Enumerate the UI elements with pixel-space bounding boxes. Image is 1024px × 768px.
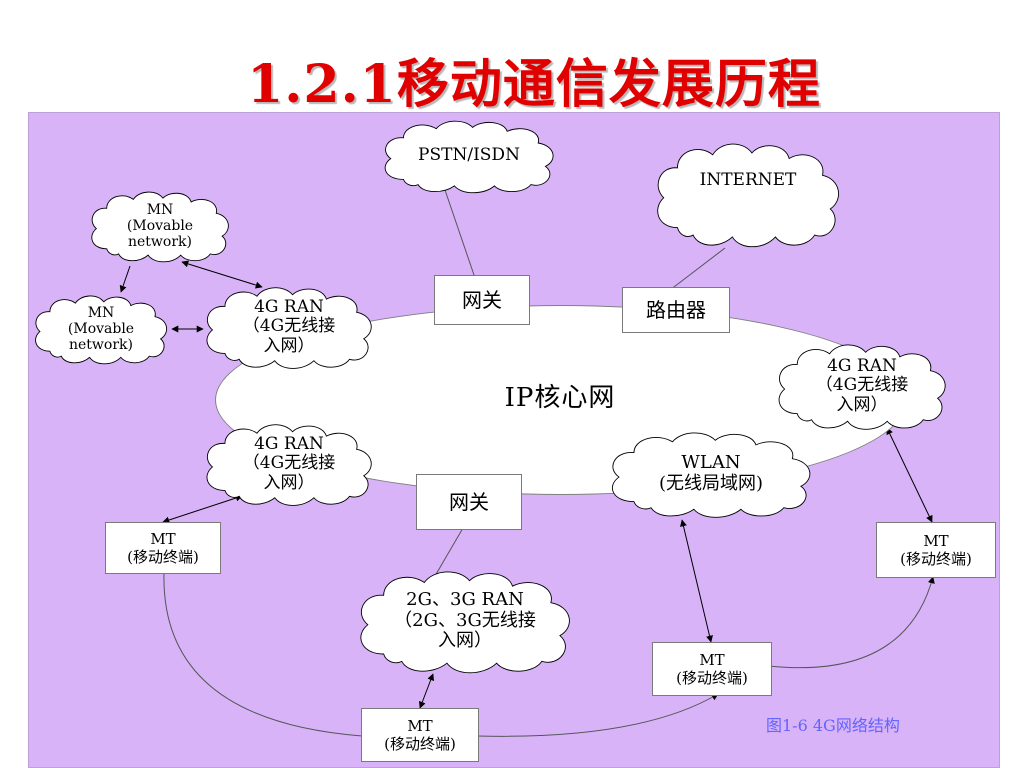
cloud-ran-lower-left: 4G RAN （4G无线接 入网） — [200, 420, 378, 508]
cloud-mn-top: MN (Movable network) — [86, 188, 234, 264]
gateway-bottom-box: 网关 — [416, 474, 522, 530]
wlan-mt-arrow — [680, 519, 713, 643]
ran2g3g-line3: 入网） — [438, 630, 492, 652]
mn-mn-arrow — [119, 265, 131, 293]
ran-ul-line2: （4G无线接 — [242, 316, 336, 337]
cloud-internet: INTERNET — [650, 138, 846, 250]
mn-ran-arrow — [181, 260, 263, 289]
mn-left-line1: MN — [87, 304, 115, 321]
ran-ll-line1: 4G RAN — [254, 433, 324, 454]
cloud-pstn: PSTN/ISDN — [378, 117, 560, 195]
mt-left-bottom-curve — [163, 571, 363, 737]
router-box: 路由器 — [622, 287, 730, 333]
mn-left-line2: (Movable — [67, 320, 135, 337]
mn-top-line2: (Movable — [126, 217, 194, 234]
ran-ll-line2: （4G无线接 — [242, 453, 336, 474]
cloud-2g3g-ran: 2G、3G RAN （2G、3G无线接 入网） — [352, 566, 578, 676]
ran-r-line3: 入网） — [836, 394, 888, 415]
wlan-line1: WLAN — [681, 452, 741, 474]
gateway-top-box: 网关 — [434, 275, 530, 325]
mt-ran-arrow — [162, 494, 243, 524]
ran-ul-line3: 入网） — [263, 335, 315, 356]
mt-left-line2: (移动终端) — [127, 548, 199, 566]
mt-right-line1: MT — [923, 532, 949, 550]
pstn-gateway-line — [444, 189, 475, 276]
ran-r-line2: （4G无线接 — [815, 375, 909, 396]
ran-ll-line3: 入网） — [263, 472, 315, 493]
gateway-2g3g-line — [434, 527, 464, 577]
cloud-ran-upper-left: 4G RAN （4G无线接 入网） — [200, 283, 378, 371]
mt-mid-right-curve — [768, 576, 935, 669]
ip-core-label: IP核心网 — [504, 383, 616, 413]
mn-top-line3: network) — [128, 234, 192, 251]
ran-mt-right-arrow — [886, 427, 933, 523]
pstn-label: PSTN/ISDN — [418, 145, 520, 166]
mt-bottom-mid-curve — [476, 693, 719, 737]
mt-right-line2: (移动终端) — [900, 550, 972, 568]
cloud-mn-left: MN (Movable network) — [30, 292, 172, 366]
gateway-top-label: 网关 — [462, 288, 502, 312]
mn-top-line1: MN — [146, 201, 174, 218]
cloud-wlan: WLAN (无线局域网) — [604, 428, 818, 520]
cloud-ran-right: 4G RAN （4G无线接 入网） — [772, 340, 952, 432]
router-label: 路由器 — [646, 298, 706, 322]
mt-bm-line2: (移动终端) — [676, 669, 748, 687]
ran-r-line1: 4G RAN — [827, 355, 897, 376]
mt-bc-line1: MT — [407, 717, 433, 735]
ran2g3g-line1: 2G、3G RAN — [406, 588, 524, 610]
mt-bottom-center-box: MT (移动终端) — [361, 708, 479, 762]
page-title: 1.2.1移动通信发展历程 — [247, 54, 821, 115]
mt-right-box: MT (移动终端) — [876, 522, 996, 578]
ran-ul-line1: 4G RAN — [254, 296, 324, 317]
2g3g-mt-arrow — [418, 673, 435, 709]
wlan-line2: (无线局域网) — [658, 473, 764, 494]
internet-label: INTERNET — [699, 170, 797, 191]
mt-bc-line2: (移动终端) — [384, 735, 456, 753]
mt-left-box: MT (移动终端) — [105, 522, 221, 574]
mt-left-line1: MT — [150, 530, 176, 548]
internet-router-line — [669, 247, 726, 291]
mt-bm-line1: MT — [699, 651, 725, 669]
ran2g3g-line2: （2G、3G无线接 — [394, 609, 536, 631]
gateway-bottom-label: 网关 — [449, 490, 489, 514]
figure-caption: 图1-6 4G网络结构 — [766, 716, 900, 735]
mn-left-line3: network) — [69, 337, 133, 354]
mt-bottom-mid-box: MT (移动终端) — [652, 642, 772, 696]
